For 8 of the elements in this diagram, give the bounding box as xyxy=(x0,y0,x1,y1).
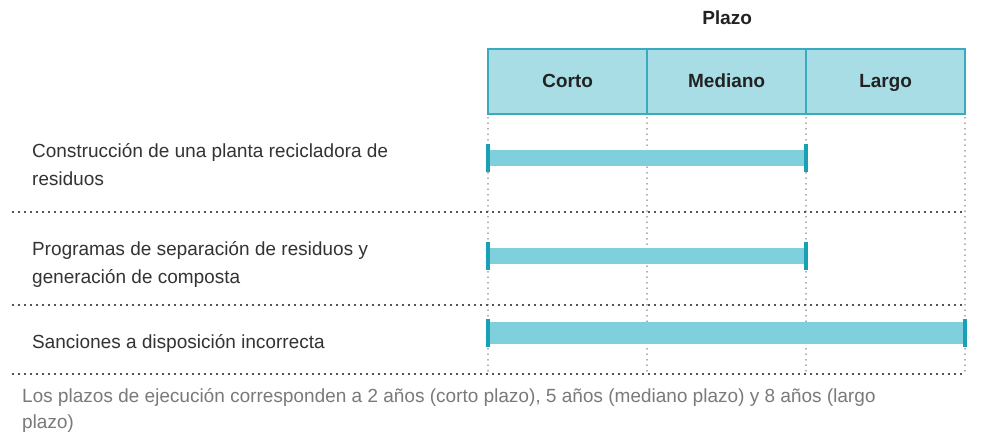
column-header: Corto xyxy=(487,48,648,115)
column-header: Largo xyxy=(805,48,966,115)
row-label: Sanciones a disposición incorrecta xyxy=(32,331,326,355)
axis-title: Plazo xyxy=(702,8,752,30)
column-header: Mediano xyxy=(646,48,807,115)
row-label: Programas de separación de residuos y generación de composta xyxy=(32,238,369,290)
footnote: Los plazos de ejecución corresponden a 2 años (corto plazo), 5 años (mediano plazo) y 8 años (largo plazo) xyxy=(22,385,876,435)
row-label: Construcción de una planta recicladora de residuos xyxy=(32,140,389,192)
